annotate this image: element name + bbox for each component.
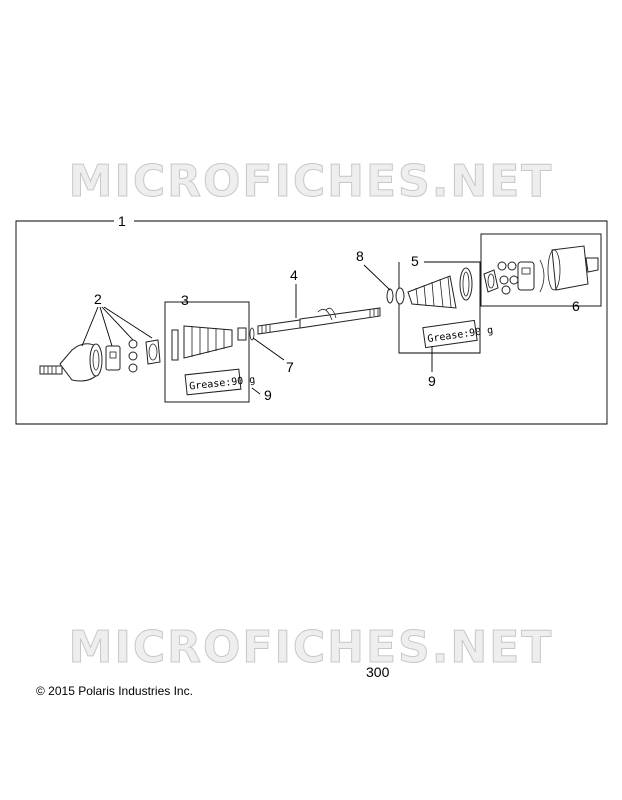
cv-balls (128, 339, 138, 373)
inboard-housing (547, 245, 599, 291)
copyright-notice: © 2015 Polaris Industries Inc. (36, 684, 193, 698)
callout-1: 1 (118, 213, 126, 229)
cv-cage (105, 345, 121, 371)
callout-5: 5 (411, 253, 419, 269)
leader-8 (363, 264, 391, 291)
leader-7 (252, 337, 285, 361)
inboard-cage (517, 261, 535, 291)
inboard-balls (497, 261, 519, 295)
leader-2 (81, 306, 153, 347)
assembly-frame (15, 220, 608, 425)
grease-packet-right: Grease:90 g (422, 319, 494, 349)
retaining-ring (249, 327, 255, 341)
inboard-inner-race (483, 269, 499, 293)
cv-inner-race (145, 339, 161, 365)
callout-4: 4 (290, 267, 298, 283)
callout-6: 6 (572, 298, 580, 314)
snap-ring (386, 287, 405, 305)
boot-small-clamp-left (237, 327, 247, 341)
cv-boot-left (183, 325, 233, 359)
leader-9-left (251, 387, 261, 395)
watermark-bottom: MICROFICHES.NET (68, 622, 554, 674)
callout-9-right: 9 (428, 373, 436, 389)
boot-kit-box-right (398, 261, 481, 354)
watermark-top: MICROFICHES.NET (68, 156, 554, 208)
boot-kit-box-left (164, 301, 250, 403)
cv-boot-right (407, 275, 457, 309)
boot-clamp-left (171, 329, 179, 361)
grease-packet-left: Grease:90 g (184, 368, 256, 396)
outboard-cv-joint (39, 343, 103, 382)
callout-3: 3 (181, 292, 189, 308)
callout-7: 7 (286, 359, 294, 375)
inboard-circlip (539, 259, 545, 293)
callout-8: 8 (356, 248, 364, 264)
page-number: 300 (366, 664, 390, 680)
callout-9-left: 9 (264, 387, 272, 403)
callout-2: 2 (94, 291, 102, 307)
cv-joint-kit-box (480, 233, 602, 307)
boot-clamp-right (459, 267, 473, 301)
axle-shaft (257, 307, 381, 335)
